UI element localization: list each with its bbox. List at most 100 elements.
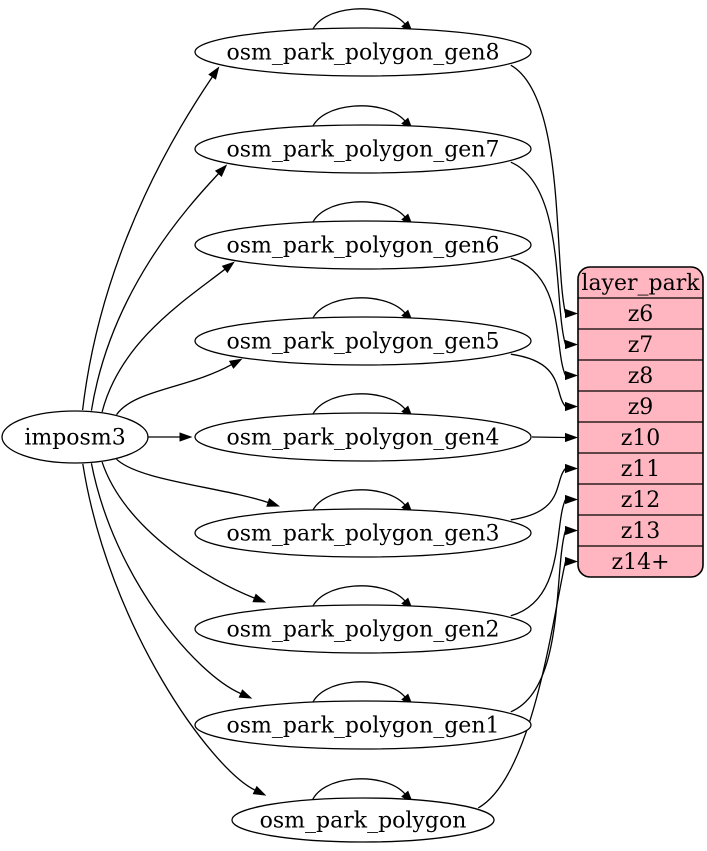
arrowhead-icon bbox=[214, 164, 228, 178]
node-osm_park_polygon_gen4-label: osm_park_polygon_gen4 bbox=[226, 426, 499, 451]
record-row-label-z6: z6 bbox=[628, 302, 654, 327]
edge-path bbox=[510, 468, 566, 521]
node-osm_park_polygon_gen1-ellipse bbox=[194, 700, 532, 750]
arrowhead-icon bbox=[228, 358, 243, 369]
node-imposm3-label: imposm3 bbox=[24, 426, 125, 451]
record-row-label-z9: z9 bbox=[628, 395, 654, 420]
node-osm_park_polygon_gen1: osm_park_polygon_gen1 bbox=[194, 700, 532, 750]
edge-path bbox=[510, 530, 567, 713]
node-osm_park_polygon_gen1-label: osm_park_polygon_gen1 bbox=[226, 714, 499, 739]
node-osm_park_polygon-ellipse bbox=[231, 797, 495, 843]
edge-path bbox=[101, 461, 255, 599]
arrowhead-icon bbox=[565, 308, 578, 319]
record-row-label-z13: z13 bbox=[621, 519, 661, 544]
edge-osm_park_polygon_gen4-to-layer_park-z10 bbox=[531, 432, 578, 443]
node-osm_park_polygon-label: osm_park_polygon bbox=[260, 809, 467, 834]
edge-path bbox=[90, 463, 242, 695]
arrowhead-icon bbox=[565, 432, 578, 443]
node-osm_park_polygon_gen4: osm_park_polygon_gen4 bbox=[194, 412, 532, 462]
arrowhead-icon bbox=[179, 432, 193, 442]
edge-path bbox=[82, 463, 256, 791]
edge-osm_park_polygon_gen7-to-layer_park-z7 bbox=[510, 161, 578, 350]
edge-imposm3-to-osm_park_polygon_gen3 bbox=[116, 458, 281, 507]
arrowhead-icon bbox=[221, 261, 235, 274]
node-osm_park_polygon_gen7: osm_park_polygon_gen7 bbox=[194, 124, 532, 174]
edge-imposm3-to-osm_park_polygon_gen1 bbox=[90, 463, 253, 699]
node-osm_park_polygon_gen6-label: osm_park_polygon_gen6 bbox=[226, 234, 499, 259]
node-osm_park_polygon_gen5-ellipse bbox=[194, 316, 532, 366]
edge-path bbox=[310, 201, 406, 228]
edge-imposm3-to-osm_park_polygon_gen2 bbox=[101, 461, 267, 603]
edge-path bbox=[90, 173, 220, 411]
edge-osm_park_polygon_gen3-to-layer_park-z11 bbox=[510, 463, 578, 521]
node-osm_park_polygon_gen8-ellipse bbox=[194, 27, 532, 77]
edge-path bbox=[477, 561, 567, 809]
edge-path bbox=[510, 353, 567, 407]
edge-imposm3-to-osm_park_polygon_gen5 bbox=[115, 358, 243, 416]
edge-osm_park_polygon_gen8-to-layer_park-z6 bbox=[510, 64, 578, 319]
record-row-label-z14+: z14+ bbox=[611, 550, 669, 575]
edge-path bbox=[310, 105, 406, 132]
edge-osm_park_polygon_gen6-to-layer_park-z8 bbox=[510, 257, 578, 381]
edge-osm_park_polygon_gen2-to-layer_park-z12 bbox=[510, 494, 578, 617]
record-row-label-z10: z10 bbox=[621, 426, 661, 451]
edge-osm_park_polygon_gen5-to-layer_park-z9 bbox=[510, 353, 578, 412]
record-row-label-z7: z7 bbox=[628, 333, 654, 358]
node-osm_park_polygon_gen4-ellipse bbox=[194, 412, 532, 462]
edge-path bbox=[115, 364, 232, 416]
edge-path bbox=[310, 585, 406, 612]
edge-path bbox=[510, 257, 567, 376]
node-osm_park_polygon_gen8: osm_park_polygon_gen8 bbox=[194, 27, 532, 77]
edge-path bbox=[101, 268, 226, 413]
node-osm_park_polygon_gen6-ellipse bbox=[194, 220, 532, 270]
edge-osm_park_polygon-to-layer_park-z14+ bbox=[477, 556, 578, 809]
node-osm_park_polygon_gen3: osm_park_polygon_gen3 bbox=[194, 508, 532, 558]
arrowhead-icon bbox=[565, 556, 578, 567]
arrowhead-icon bbox=[565, 401, 578, 412]
node-osm_park_polygon_gen6: osm_park_polygon_gen6 bbox=[194, 220, 532, 270]
edge-path bbox=[531, 436, 566, 439]
arrowhead-icon bbox=[565, 370, 578, 381]
record-row-label-z12: z12 bbox=[621, 488, 661, 513]
edge-path bbox=[510, 161, 567, 345]
node-osm_park_polygon_gen3-ellipse bbox=[194, 508, 532, 558]
edge-imposm3-to-osm_park_polygon_gen4 bbox=[148, 432, 193, 442]
record-row-label-z11: z11 bbox=[621, 457, 661, 482]
node-imposm3-ellipse bbox=[1, 410, 149, 464]
arrowhead-icon bbox=[565, 494, 578, 505]
node-osm_park_polygon_gen8-label: osm_park_polygon_gen8 bbox=[226, 41, 499, 66]
edge-path bbox=[310, 297, 406, 324]
edge-imposm3-to-osm_park_polygon_gen7 bbox=[90, 164, 228, 411]
edge-path bbox=[310, 778, 406, 805]
record-node-layer_park: layer_park z6 z7 z8 z9 z10 z11 z12 z13 z14+ bbox=[577, 266, 704, 578]
node-osm_park_polygon_gen5-label: osm_park_polygon_gen5 bbox=[226, 330, 499, 355]
node-osm_park_polygon_gen7-label: osm_park_polygon_gen7 bbox=[226, 138, 499, 163]
edge-path bbox=[310, 489, 406, 516]
arrowhead-icon bbox=[252, 593, 267, 603]
edge-path bbox=[310, 393, 406, 420]
node-imposm3: imposm3 bbox=[1, 410, 149, 464]
record-row-label-z8: z8 bbox=[628, 364, 654, 389]
node-osm_park_polygon_gen3-label: osm_park_polygon_gen3 bbox=[226, 522, 499, 547]
edge-imposm3-to-osm_park_polygon_gen8 bbox=[81, 66, 220, 411]
record-title: layer_park bbox=[581, 271, 700, 296]
arrowhead-icon bbox=[238, 689, 253, 699]
edge-path bbox=[510, 499, 567, 617]
node-osm_park_polygon_gen5: osm_park_polygon_gen5 bbox=[194, 316, 532, 366]
node-osm_park_polygon: osm_park_polygon bbox=[231, 797, 495, 843]
arrowhead-icon bbox=[266, 497, 281, 507]
edge-path bbox=[81, 76, 213, 411]
arrowhead-icon bbox=[565, 463, 578, 474]
edge-path bbox=[310, 8, 406, 35]
arrowhead-icon bbox=[208, 66, 220, 80]
edge-osm_park_polygon_gen1-to-layer_park-z13 bbox=[510, 525, 578, 713]
edge-path bbox=[116, 458, 269, 504]
node-osm_park_polygon_gen2-ellipse bbox=[194, 604, 532, 654]
edge-imposm3-to-osm_park_polygon_gen6 bbox=[101, 261, 235, 413]
node-osm_park_polygon_gen7-ellipse bbox=[194, 124, 532, 174]
edge-path bbox=[510, 64, 567, 314]
edge-imposm3-to-osm_park_polygon bbox=[82, 463, 267, 796]
edge-path bbox=[310, 681, 406, 708]
arrowhead-icon bbox=[565, 339, 578, 350]
